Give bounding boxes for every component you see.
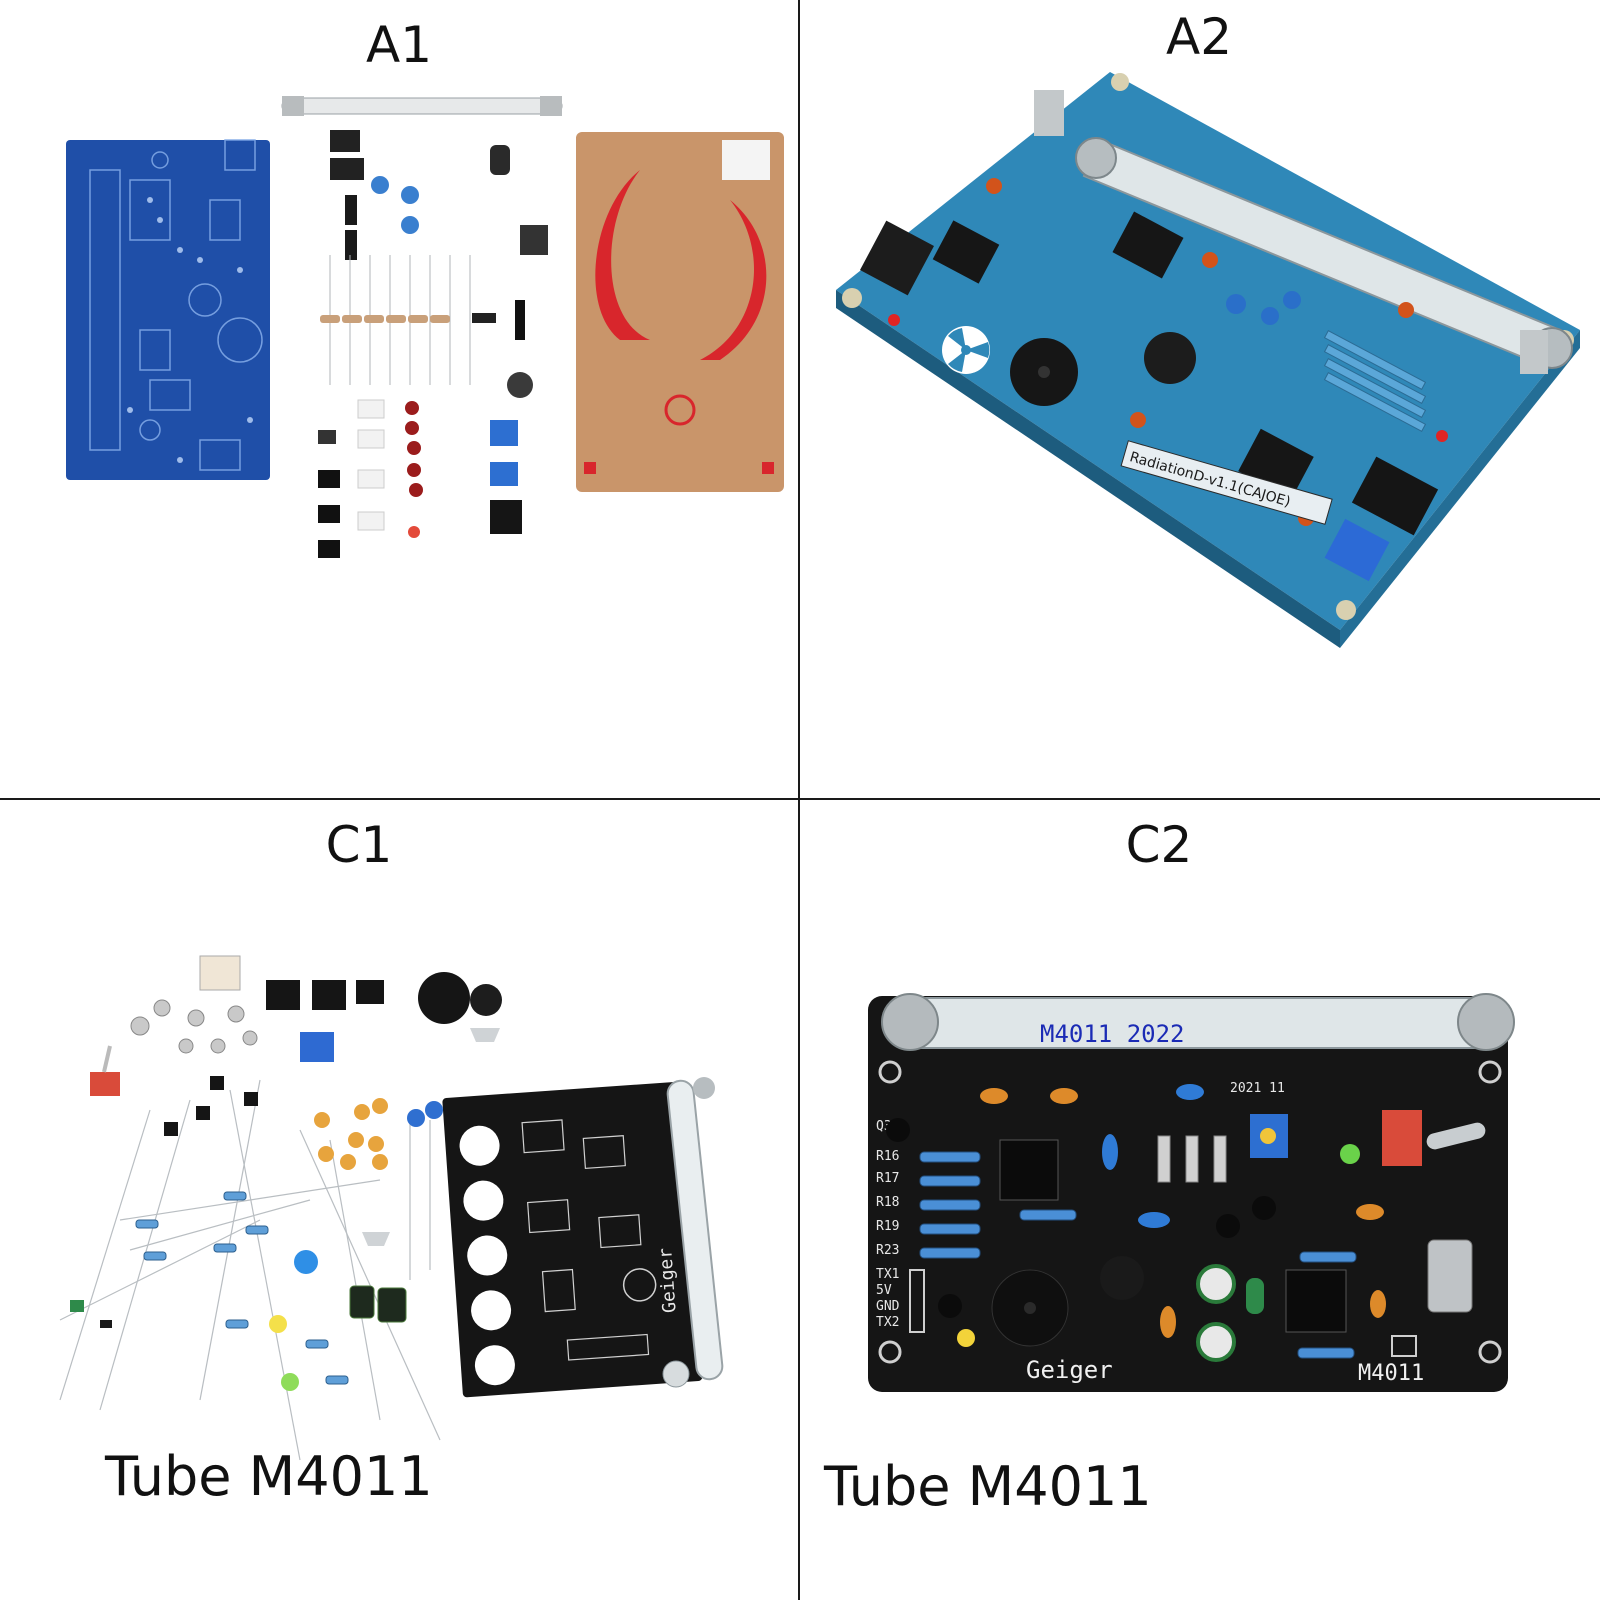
- a1-acrylic-film: [576, 132, 784, 492]
- svg-text:2021 11: 2021 11: [1230, 1081, 1285, 1096]
- a2-geiger-tube: [1034, 90, 1573, 374]
- c2-model-label: M4011: [1358, 1361, 1424, 1386]
- svg-text:TX1: TX1: [876, 1267, 899, 1282]
- c2-brand-label: Geiger: [1026, 1356, 1113, 1384]
- a2-ic-u1: [932, 220, 1000, 284]
- svg-text:R16: R16: [876, 1149, 899, 1164]
- c2-usb-c-port: [1427, 1239, 1473, 1313]
- c1-toggle-switch: [90, 1072, 120, 1096]
- c1-buzzer: [418, 972, 470, 1024]
- svg-text:TX2: TX2: [876, 1315, 899, 1330]
- c1-electrolytic-cap-2: [377, 1287, 407, 1323]
- horizontal-divider: [0, 798, 1600, 800]
- a1-kit-photo: [66, 96, 784, 558]
- svg-text:R23: R23: [876, 1243, 899, 1258]
- a2-terminal-block: [1324, 518, 1390, 582]
- c1-kit-photo: Geiger: [59, 955, 724, 1461]
- svg-text:R17: R17: [876, 1171, 899, 1186]
- panel-c1-caption: Tube M4011: [105, 1445, 433, 1508]
- svg-text:R19: R19: [876, 1219, 899, 1234]
- a1-loose-components: [281, 96, 563, 558]
- panel-c1: Geiger: [0, 800, 798, 1598]
- c2-tube-print: M4011 2022: [1040, 1020, 1185, 1048]
- c1-electrolytic-cap-1: [349, 1285, 375, 1319]
- c1-board-label: Geiger: [655, 1247, 680, 1313]
- panel-c2-label: C2: [1125, 816, 1193, 874]
- c1-black-pcb: Geiger: [442, 1081, 703, 1398]
- radiation-symbol-icon: [942, 326, 990, 374]
- panel-a1-label: A1: [365, 16, 432, 74]
- c2-ic-u1: [1285, 1269, 1347, 1333]
- vertical-divider: [798, 0, 800, 1600]
- panel-a1: A1: [0, 0, 798, 798]
- panel-a2: RadiationD-v1.1(CAJOE) A2: [800, 0, 1598, 798]
- a2-audio-jack: [860, 220, 934, 296]
- panel-a2-label: A2: [1165, 8, 1232, 66]
- a2-dc-jack: [1351, 456, 1439, 536]
- c2-ic-u2: [999, 1139, 1059, 1201]
- c2-geiger-tube: M4011 2022: [881, 993, 1515, 1051]
- a2-ic-u2: [1112, 211, 1184, 279]
- panel-c1-label: C1: [325, 816, 393, 874]
- c2-slide-switch: [1382, 1110, 1422, 1166]
- svg-text:R18: R18: [876, 1195, 899, 1210]
- c1-usb-port: [199, 955, 241, 991]
- a2-ic-u3: [1238, 428, 1314, 500]
- panel-c2-caption: Tube M4011: [824, 1455, 1152, 1518]
- svg-text:5V: 5V: [876, 1283, 892, 1298]
- a2-assembled-board-photo: RadiationD-v1.1(CAJOE): [836, 72, 1580, 648]
- a1-blue-pcb: [66, 140, 270, 480]
- c1-geiger-tube: [662, 1077, 724, 1388]
- svg-text:GND: GND: [876, 1299, 900, 1314]
